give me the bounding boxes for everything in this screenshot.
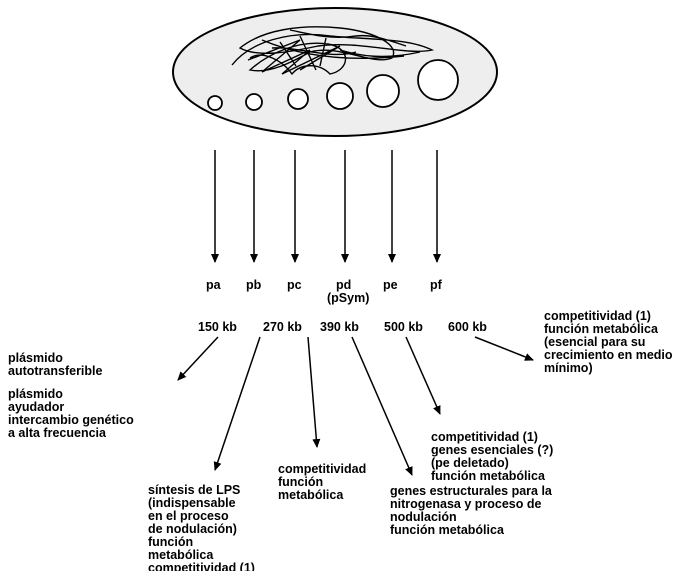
plasmid-pb-circle <box>246 94 262 110</box>
arrow-pd-functions <box>352 337 412 475</box>
size-label-1: 150 kb <box>198 321 237 334</box>
arrow-pe-functions <box>406 337 440 414</box>
arrow-pa-functions <box>178 337 218 380</box>
size-label-4: 500 kb <box>384 321 423 334</box>
plasmid-pf-label: pf <box>430 279 442 292</box>
pd-function-1: genes estructurales para la nitrogenasa … <box>390 485 552 537</box>
plasmid-pa-label: pa <box>206 279 221 292</box>
pa-functions: plásmido autotransferible plásmido ayuda… <box>8 352 134 440</box>
plasmid-pc-label: pc <box>287 279 302 292</box>
plasmid-pe-circle <box>367 75 399 107</box>
pd-functions: genes estructurales para la nitrogenasa … <box>390 485 552 537</box>
arrow-pc-functions <box>308 337 317 447</box>
plasmid-pa-circle <box>208 96 222 110</box>
size-label-3: 390 kb <box>320 321 359 334</box>
plasmid-pd-circle <box>327 83 353 109</box>
pa-function-2: plásmido ayudador intercambio genético a… <box>8 388 134 440</box>
pa-function-1: plásmido autotransferible <box>8 352 134 378</box>
arrow-pb-functions <box>215 337 260 470</box>
pf-functions: competitividad (1) función metabólica (e… <box>544 310 673 375</box>
plasmid-pe-label: pe <box>383 279 398 292</box>
arrow-pf-functions <box>475 337 533 360</box>
plasmid-pb-label: pb <box>246 279 261 292</box>
pe-functions: competitividad (1) genes esenciales (?) … <box>431 431 553 483</box>
pe-function-1: competitividad (1) genes esenciales (?) … <box>431 431 553 483</box>
plasmid-pc-circle <box>288 89 308 109</box>
pc-functions: competitividad función metabólica <box>278 463 366 502</box>
size-label-2: 270 kb <box>263 321 302 334</box>
pc-function-1: competitividad función metabólica <box>278 463 366 502</box>
plasmid-pd-alias: (pSym) <box>327 292 369 305</box>
size-label-5: 600 kb <box>448 321 487 334</box>
pf-function-1: competitividad (1) función metabólica (e… <box>544 310 673 375</box>
pb-function-1: síntesis de LPS (indispensable en el pro… <box>148 484 255 571</box>
plasmid-pf-circle <box>418 60 458 100</box>
pb-functions: síntesis de LPS (indispensable en el pro… <box>148 484 255 571</box>
